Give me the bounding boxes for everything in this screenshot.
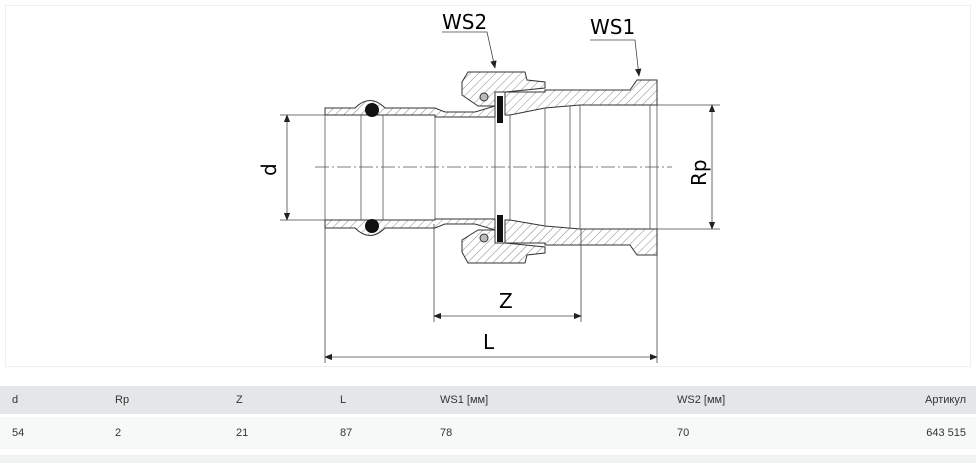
label-z: Z xyxy=(499,289,513,313)
header-ws1: WS1 [мм] xyxy=(440,393,489,406)
cell-ws2: 70 xyxy=(677,426,690,439)
header-d: d xyxy=(12,393,19,406)
label-d: d xyxy=(257,163,281,176)
cell-article: 643 515 xyxy=(926,426,966,439)
technical-drawing: WS2 WS1 d Rp Z L xyxy=(257,10,720,363)
drawing-frame xyxy=(5,5,971,367)
label-ws2: WS2 xyxy=(442,10,487,34)
label-l: L xyxy=(483,330,495,354)
fitting-section xyxy=(324,71,658,264)
label-rp: Rp xyxy=(687,159,711,186)
cell-ws1: 78 xyxy=(440,426,453,439)
header-l: L xyxy=(340,393,347,406)
header-rp: Rp xyxy=(115,393,130,406)
table-row: 54 2 21 87 78 70 643 515 xyxy=(0,415,976,449)
dimensions-table: d Rp Z L WS1 [мм] WS2 [мм] Артикул 54 2 … xyxy=(0,386,976,449)
header-ws2: WS2 [мм] xyxy=(677,393,726,406)
table-next-row xyxy=(0,455,976,463)
cell-rp: 2 xyxy=(115,426,122,439)
dimension-lines xyxy=(280,31,720,363)
cell-z: 21 xyxy=(236,426,249,439)
table-header: d Rp Z L WS1 [мм] WS2 [мм] Артикул xyxy=(0,386,976,415)
cell-l: 87 xyxy=(340,426,353,439)
header-z: Z xyxy=(236,393,243,406)
gaskets xyxy=(365,92,503,243)
label-ws1: WS1 xyxy=(590,15,635,39)
header-article: Артикул xyxy=(924,393,966,406)
cell-d: 54 xyxy=(12,426,25,439)
